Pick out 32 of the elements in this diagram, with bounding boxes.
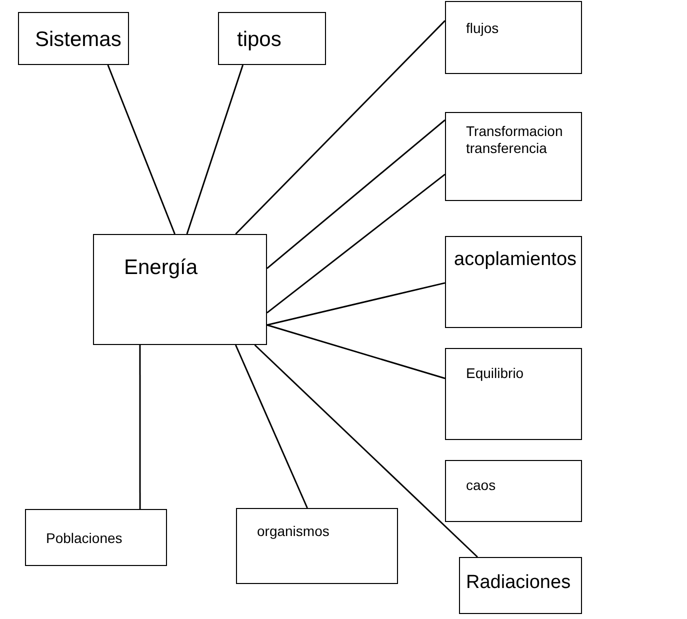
concept-label: flujos	[466, 20, 499, 37]
connector-line	[266, 119, 446, 269]
concept-box	[445, 112, 582, 201]
concept-label: Transformacion transferencia	[466, 123, 564, 157]
concept-label: acoplamientos	[454, 249, 577, 272]
concept-box	[93, 234, 267, 345]
connector-line	[139, 345, 141, 509]
concept-label: organismos	[257, 523, 330, 540]
concept-label: tipos	[237, 27, 282, 52]
connector-line	[235, 20, 446, 235]
connector-line	[266, 324, 446, 380]
concept-box	[445, 460, 582, 522]
concept-label: Equilibrio	[466, 365, 524, 382]
concept-box	[445, 236, 582, 328]
connector-line	[235, 344, 308, 508]
connector-line	[254, 344, 478, 558]
concept-box	[218, 12, 326, 65]
connector-line	[107, 64, 176, 234]
concept-box	[25, 509, 167, 566]
concept-label: Poblaciones	[46, 530, 122, 547]
connector-line	[266, 174, 446, 314]
concept-box	[459, 557, 582, 614]
concept-box	[18, 12, 129, 65]
concept-label: Sistemas	[35, 27, 122, 52]
concept-label: caos	[466, 477, 496, 494]
connector-line	[186, 64, 244, 234]
connector-line	[266, 282, 446, 326]
concept-box	[445, 1, 582, 74]
concept-box	[445, 348, 582, 440]
concept-box	[236, 508, 398, 584]
concept-label: Energía	[124, 255, 198, 280]
concept-label: Radiaciones	[466, 572, 571, 595]
